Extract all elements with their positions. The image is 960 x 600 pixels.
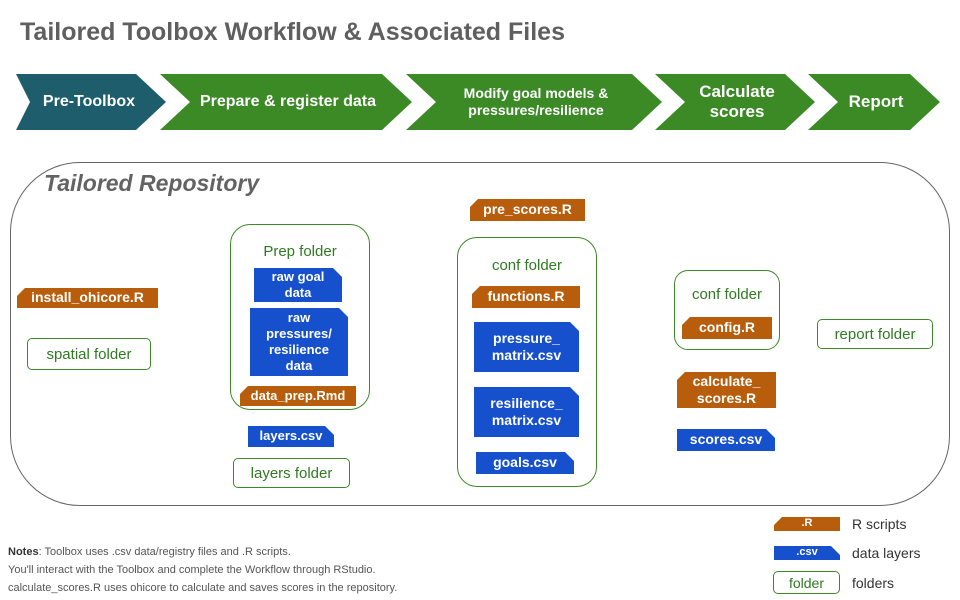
- pre-scores-script[interactable]: pre_scores.R: [470, 199, 585, 221]
- notes-heading: Notes: [8, 546, 39, 558]
- prep-folder-label: Prep folder: [263, 243, 337, 260]
- report-folder[interactable]: report folder: [817, 319, 933, 349]
- legend-folder-label: folders: [852, 575, 895, 591]
- legend-csv-label: data layers: [852, 545, 921, 561]
- legend-folder-sample: folder: [773, 571, 840, 594]
- notes: Notes: Toolbox uses .csv data/registry f…: [8, 543, 397, 597]
- repository-container: [10, 162, 950, 506]
- step-prepare-register: Prepare & register data: [160, 74, 412, 130]
- conf-folder-label: conf folder: [491, 257, 563, 274]
- step-pre-toolbox: Pre-Toolbox: [16, 74, 166, 130]
- pressure-matrix-csv[interactable]: pressure_ matrix.csv: [474, 322, 579, 372]
- resilience-matrix-csv[interactable]: resilience_ matrix.csv: [474, 387, 579, 437]
- step-label: Modify goal models & pressures/resilienc…: [463, 85, 609, 118]
- step-label: Prepare & register data: [199, 93, 377, 111]
- step-report: Report: [808, 74, 940, 130]
- legend-csv-sample: .csv: [774, 546, 840, 560]
- raw-goal-data[interactable]: raw goal data: [254, 268, 342, 302]
- repository-title: Tailored Repository: [44, 170, 260, 196]
- step-modify-goal-models: Modify goal models & pressures/resilienc…: [406, 74, 662, 130]
- step-label: Report: [848, 91, 904, 111]
- conf-folder[interactable]: conf folder: [457, 237, 597, 487]
- scores-csv[interactable]: scores.csv: [677, 429, 775, 451]
- page-title: Tailored Toolbox Workflow & Associated F…: [20, 18, 565, 46]
- raw-pressures-resilience-data[interactable]: raw pressures/ resilience data: [250, 308, 348, 376]
- layers-csv[interactable]: layers.csv: [248, 426, 334, 447]
- config-script[interactable]: config.R: [682, 317, 772, 339]
- legend-r-sample: .R: [774, 517, 840, 531]
- calculate-scores-script[interactable]: calculate_ scores.R: [677, 372, 776, 408]
- functions-script[interactable]: functions.R: [472, 286, 580, 308]
- prep-folder[interactable]: Prep folder: [230, 224, 370, 410]
- notes-line-3: calculate_scores.R uses ohicore to calcu…: [8, 582, 398, 594]
- legend-r-label: R scripts: [852, 516, 907, 532]
- conf-folder-config-label: conf folder: [691, 286, 763, 303]
- layers-folder[interactable]: layers folder: [233, 458, 350, 488]
- step-calculate-scores: Calculate scores: [655, 74, 815, 130]
- conf-folder-config[interactable]: conf folder: [674, 270, 780, 350]
- install-ohicore-script[interactable]: install_ohicore.R: [17, 288, 158, 308]
- spatial-folder[interactable]: spatial folder: [27, 338, 151, 370]
- notes-line-2: You'll interact with the Toolbox and com…: [8, 564, 376, 576]
- step-label: Calculate scores: [699, 81, 775, 121]
- goals-csv[interactable]: goals.csv: [476, 452, 574, 474]
- notes-line-1: : Toolbox uses .csv data/registry files …: [38, 546, 291, 558]
- step-label: Pre-Toolbox: [42, 93, 136, 111]
- data-prep-script[interactable]: data_prep.Rmd: [240, 386, 356, 406]
